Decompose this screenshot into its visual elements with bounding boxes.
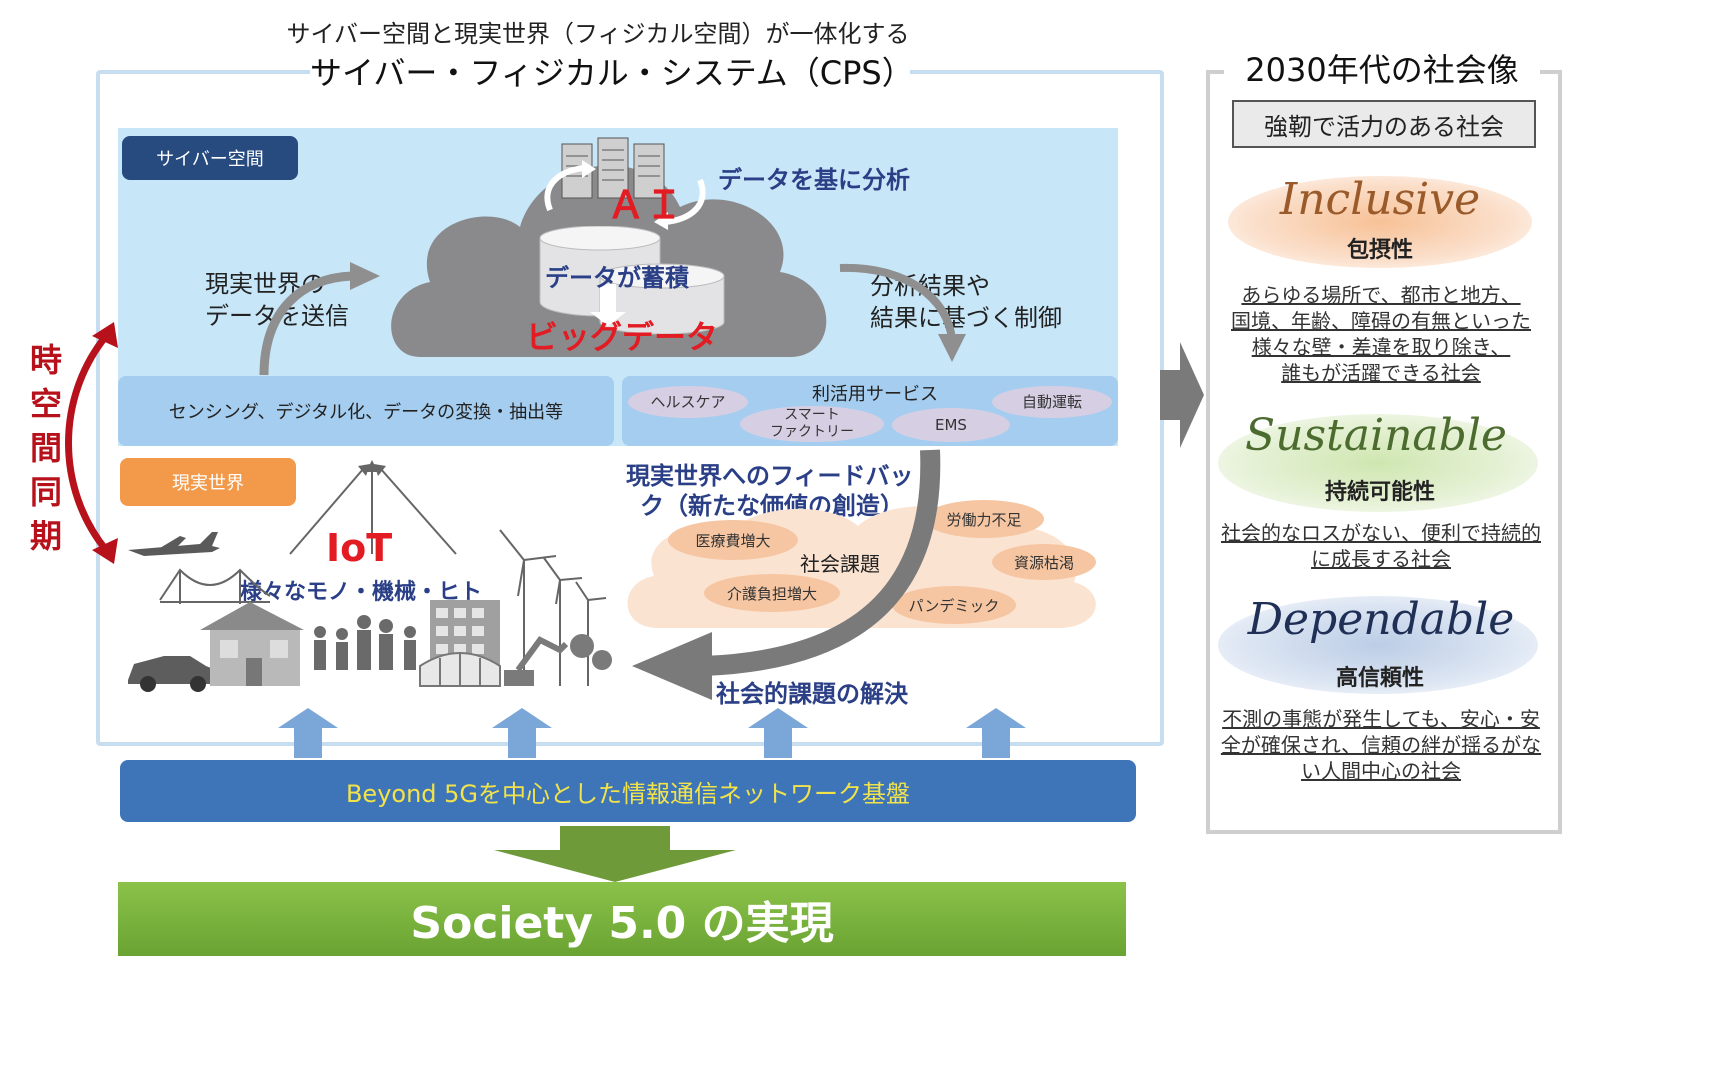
sustainable-glow bbox=[1218, 414, 1538, 512]
inclusive-glow bbox=[1228, 176, 1532, 268]
service-healthcare: ヘルスケア bbox=[628, 386, 748, 418]
send-arrow bbox=[259, 262, 380, 376]
dependable-desc-1: 不測の事態が発生しても、安心・安 bbox=[1222, 707, 1540, 731]
network-bar: Beyond 5Gを中心とした情報通信ネットワーク基盤 bbox=[120, 760, 1136, 822]
analyze-text: データを基に分析 bbox=[718, 166, 910, 194]
society-down-arrow bbox=[494, 826, 736, 882]
iot-upward-arrows bbox=[289, 460, 457, 555]
inclusive-heading: Inclusive bbox=[1279, 174, 1481, 225]
services-title: 利活用サービス bbox=[812, 384, 938, 405]
sync-char-2: 空 bbox=[29, 385, 62, 423]
feedback-arrow bbox=[632, 449, 941, 700]
dependable-heading: Dependable bbox=[1247, 594, 1515, 645]
service-ems: EMS bbox=[892, 408, 1010, 442]
real-world-label: 現実世界 bbox=[120, 458, 296, 506]
database-icon bbox=[539, 226, 725, 335]
inclusive-jp: 包摂性 bbox=[1346, 238, 1413, 263]
vision-title: 2030年代の社会像 bbox=[1224, 50, 1540, 90]
server-icon bbox=[561, 137, 665, 199]
society-bar: Society 5.0 の実現 bbox=[118, 882, 1126, 956]
real-world-illustration bbox=[128, 529, 612, 692]
sync-arrow bbox=[65, 322, 118, 564]
issue-medical-costs: 医療費増大 bbox=[668, 520, 798, 560]
accumulate-text: データが蓄積 bbox=[545, 264, 689, 292]
inclusive-desc-1: あらゆる場所で、都市と地方、 bbox=[1241, 283, 1521, 307]
sustainable-heading: Sustainable bbox=[1245, 410, 1507, 461]
sync-char-3: 間 bbox=[29, 429, 62, 467]
issue-resource-depletion: 資源枯渇 bbox=[992, 544, 1096, 580]
dependable-jp: 高信頼性 bbox=[1335, 666, 1424, 691]
inclusive-desc-4: 誰もが活躍できる社会 bbox=[1281, 361, 1481, 385]
inclusive-desc-3: 様々な壁・差違を取り除き、 bbox=[1251, 335, 1511, 359]
service-autonomous-driving: 自動運転 bbox=[992, 386, 1112, 418]
solve-social-issues: 社会的課題の解決 bbox=[716, 680, 908, 708]
network-up-arrows bbox=[278, 708, 1026, 758]
sensing-bar: センシング、デジタル化、データの変換・抽出等 bbox=[118, 376, 614, 446]
dependable-glow bbox=[1218, 596, 1538, 694]
result-text-2: 結果に基づく制御 bbox=[870, 304, 1062, 332]
sync-char-5: 期 bbox=[29, 517, 62, 555]
iot-label: IoT bbox=[326, 526, 393, 570]
social-issues-label: 社会課題 bbox=[800, 552, 880, 576]
vision-subtitle: 強靭で活力のある社会 bbox=[1232, 100, 1536, 148]
dependable-desc-3: い人間中心の社会 bbox=[1301, 759, 1461, 783]
to-society-vision-arrow bbox=[1160, 342, 1204, 448]
issue-pandemic: パンデミック bbox=[892, 586, 1016, 624]
cycle-arrows-icon bbox=[544, 160, 706, 230]
dependable-desc-2: 全が確保され、信頼の絆が揺るがな bbox=[1220, 733, 1542, 757]
cps-title: サイバー・フィジカル・システム（CPS） bbox=[310, 50, 914, 96]
issue-labor-shortage: 労働力不足 bbox=[924, 500, 1044, 538]
cps-subtitle: サイバー空間と現実世界（フィジカル空間）が一体化する bbox=[286, 20, 910, 48]
sustainable-desc-2: に成長する社会 bbox=[1311, 547, 1451, 571]
big-data-label: ビッグデータ bbox=[526, 318, 719, 356]
inclusive-desc-2: 国境、年齢、障碍の有無といった bbox=[1231, 309, 1531, 333]
control-arrow bbox=[839, 263, 966, 362]
sync-char-4: 同 bbox=[29, 473, 62, 511]
sustainable-jp: 持続可能性 bbox=[1324, 480, 1435, 505]
cyber-space-label: サイバー空間 bbox=[122, 136, 298, 180]
feedback-text-1: 現実世界へのフィードバッ bbox=[626, 462, 914, 490]
service-smart-factory: スマート ファクトリー bbox=[740, 406, 884, 442]
sync-char-1: 時 bbox=[29, 341, 62, 379]
sustainable-desc-1: 社会的なロスがない、便利で持続的 bbox=[1221, 521, 1541, 545]
issue-care-burden: 介護負担増大 bbox=[704, 574, 840, 612]
ai-label: ＡＩ bbox=[606, 183, 683, 227]
